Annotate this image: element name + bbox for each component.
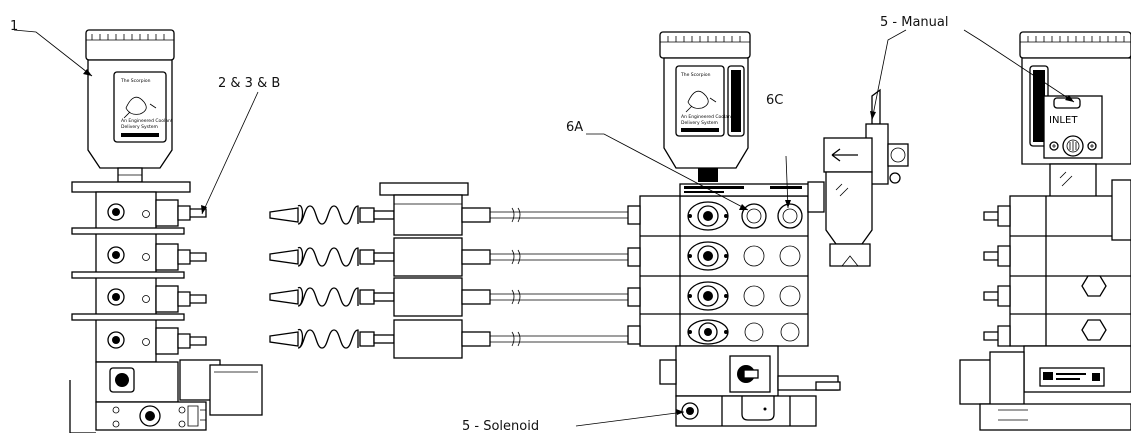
- manual-valve-assembly: [807, 88, 909, 267]
- metering-valve-row-3: [687, 281, 801, 311]
- left-top-plate: [71, 181, 191, 193]
- callout-1: 1: [10, 19, 18, 34]
- left-reservoir-cap: [85, 29, 175, 61]
- callout-5-solenoid: 5 - Solenoid: [462, 419, 539, 433]
- callout-2-3-b: 2 & 3 & B: [218, 76, 280, 91]
- left-side-view: The Scorpion An Engineered Coolant Deliv…: [69, 29, 263, 434]
- right-base: [959, 345, 1131, 431]
- callout-6a: 6A: [566, 120, 583, 135]
- nozzle-row-2: [269, 237, 640, 277]
- center-label-line1: The Scorpion: [680, 72, 711, 78]
- nozzle-row-3: [269, 277, 640, 317]
- callout-5-manual: 5 - Manual: [880, 15, 948, 30]
- left-label-line2: An Engineered Coolant: [121, 118, 173, 124]
- metering-valve-row-4: [687, 319, 800, 345]
- callout-labels: 1 2 & 3 & B 6A 6C 5 - Manual 5 - Solenoi…: [10, 15, 948, 434]
- center-label-line2: An Engineered Coolant: [681, 114, 733, 120]
- left-reservoir-bowl: The Scorpion An Engineered Coolant Deliv…: [87, 59, 173, 183]
- inlet-label: INLET: [1049, 115, 1078, 126]
- nozzle-row-1: [269, 182, 640, 236]
- center-label-line3: Delivery System: [681, 120, 718, 126]
- callout-6c: 6C: [766, 93, 783, 108]
- center-manifold: [627, 183, 811, 347]
- nozzle-row-4: [269, 319, 640, 359]
- hose-break-marks: [511, 207, 521, 347]
- left-manifold-stack: [71, 191, 207, 363]
- right-side-view: INLET: [959, 31, 1131, 431]
- center-front-view: The Scorpion An Engineered Coolant Deliv…: [627, 31, 909, 427]
- left-label-line1: The Scorpion: [120, 78, 151, 84]
- center-base: [659, 345, 841, 427]
- left-base: [69, 359, 263, 434]
- leader-lines: [13, 29, 1075, 427]
- metering-valve-row-2: [687, 241, 801, 271]
- nozzle-hose-assemblies: [269, 182, 640, 359]
- right-manifold: [983, 179, 1131, 347]
- center-reservoir: The Scorpion An Engineered Coolant Deliv…: [659, 31, 751, 182]
- left-label-line3: Delivery System: [121, 124, 158, 130]
